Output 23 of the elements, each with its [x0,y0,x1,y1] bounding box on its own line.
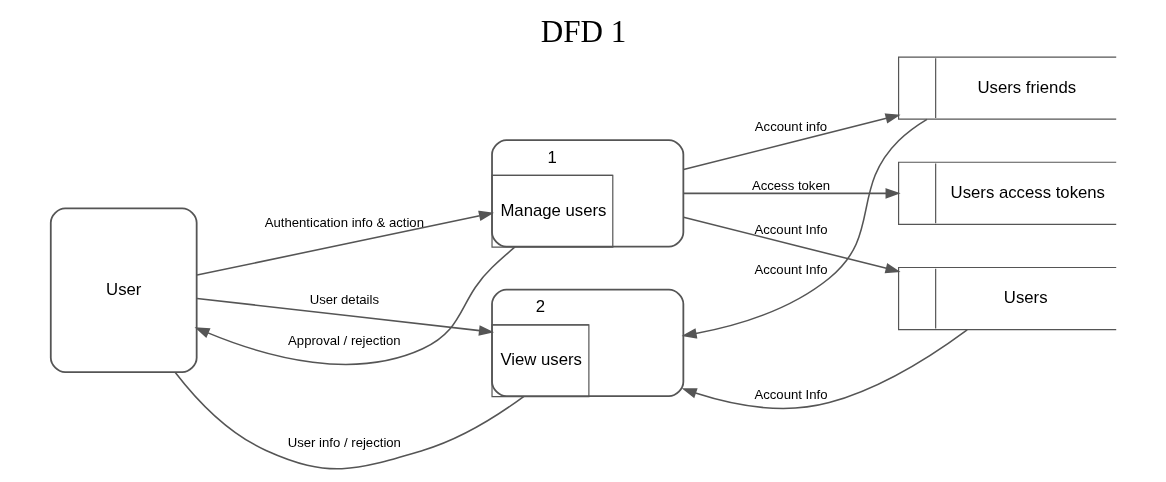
arrow [194,246,516,366]
connector [174,371,525,470]
edge-label: Account Info [753,386,827,402]
edge-label: Account Info [753,262,827,278]
arrow [682,113,901,171]
node-text: Users [1003,288,1048,307]
arrow [681,329,968,410]
arrow [195,210,494,276]
arrow [682,188,901,199]
edge-label: User info / rejection [287,434,401,450]
arrow [195,297,494,336]
edge-label: Approval / rejection [287,332,401,348]
edge-label: Account Info [753,221,827,237]
node-box: User [49,207,198,373]
edge-label: Authentication info & action [264,214,424,230]
edge-label: Access token [751,177,830,193]
edge-label: User details [309,292,379,308]
node-text: Users access tokens [950,182,1105,202]
arrow [681,118,928,339]
edge-label: Account info [754,118,827,134]
arrow [682,216,901,274]
node-text: Users friends [977,77,1076,97]
diagram-title: DFD 1 [540,14,626,50]
